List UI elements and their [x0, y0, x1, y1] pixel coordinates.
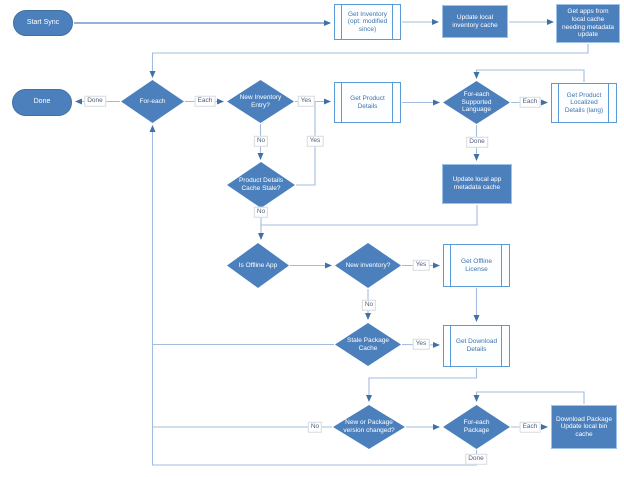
edge-label-stale-no: No: [253, 206, 269, 218]
node-get-offline-license[interactable]: Get Offline License: [443, 244, 510, 287]
node-get-download-details[interactable]: Get Download Details: [443, 325, 510, 367]
edge-label-entry-no: No: [253, 135, 269, 147]
node-download-package[interactable]: Download Package Update local bin cache: [551, 405, 617, 449]
connector-cachestale-yes-join: [296, 102, 316, 186]
edge-label-language-done: Done: [466, 136, 488, 148]
node-get-product-details[interactable]: Get Product Details: [334, 82, 401, 123]
node-done[interactable]: Done: [12, 89, 72, 116]
edge-label-inventory-yes: Yes: [412, 259, 430, 271]
edge-label-package-yes: Yes: [412, 338, 430, 350]
edge-label-stale-yes: Yes: [306, 135, 324, 147]
connector-downloadpkg-loop: [473, 391, 585, 404]
edge-label-package-done: Done: [465, 453, 487, 465]
edge-label-entry-yes: Yes: [297, 95, 315, 107]
edge-label-foreach-each: Each: [194, 95, 216, 107]
node-get-apps[interactable]: Get apps from local cache needing metada…: [556, 4, 620, 43]
connector-localized-loop: [473, 69, 585, 82]
edge-label-foreach-done: Done: [84, 95, 106, 107]
connector-getapps-foreach: [149, 44, 589, 78]
node-start-sync[interactable]: Start Sync: [13, 10, 73, 36]
node-update-metadata-cache[interactable]: Update local app metadata cache: [442, 164, 512, 204]
node-update-inventory-cache[interactable]: Update local inventory cache: [442, 5, 508, 38]
edge-label-inventory-no: No: [361, 299, 377, 311]
edge-label-changed-no: No: [307, 421, 323, 433]
edge-label-language-each: Each: [519, 96, 541, 108]
connector-download-pkgchanged: [366, 368, 478, 402]
edge-label-package-each: Each: [519, 421, 541, 433]
connector-metadata-merge: [261, 205, 478, 226]
node-get-inventory[interactable]: Get Inventory (opt: modified since): [334, 4, 401, 40]
node-get-localized-details[interactable]: Get Product Localized Details (lang): [551, 83, 617, 123]
